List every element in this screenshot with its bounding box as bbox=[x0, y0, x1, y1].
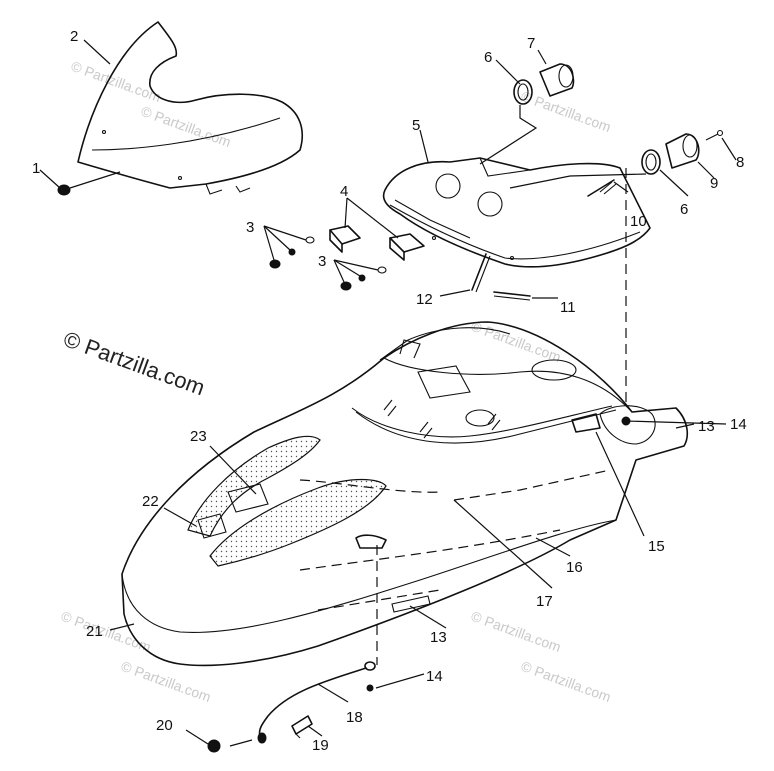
callout-1: 1 bbox=[32, 160, 40, 177]
mount-brackets bbox=[263, 197, 425, 291]
watermark-faint: © Partzilla.com bbox=[59, 608, 153, 655]
watermark-faint: © Partzilla.com bbox=[139, 103, 233, 150]
watermark-faint: © Partzilla.com bbox=[519, 658, 613, 705]
callout-2: 2 bbox=[70, 28, 78, 45]
callout-10: 10 bbox=[630, 213, 647, 230]
callout-5: 5 bbox=[412, 117, 420, 134]
callout-14: 14 bbox=[426, 668, 443, 685]
callout-18: 18 bbox=[346, 709, 363, 726]
callout-16: 16 bbox=[566, 559, 583, 576]
gauge-9 bbox=[641, 129, 724, 175]
callout-20: 20 bbox=[156, 717, 173, 734]
watermark-faint: © Partzilla.com bbox=[469, 608, 563, 655]
callout-3: 3 bbox=[246, 219, 254, 236]
tether-hardware bbox=[185, 661, 376, 753]
callout-8: 8 bbox=[736, 154, 744, 171]
callout-7: 7 bbox=[527, 35, 535, 52]
callout-13: 13 bbox=[430, 629, 447, 646]
hood-vents bbox=[187, 435, 387, 567]
callout-labels: 1 2 3 3 4 5 6 6 7 8 9 10 11 12 13 13 14 … bbox=[32, 28, 747, 754]
hood bbox=[121, 321, 689, 667]
callout-14: 14 bbox=[730, 416, 747, 433]
callout-4: 4 bbox=[340, 183, 348, 200]
console-top bbox=[382, 157, 651, 268]
leader-lines bbox=[39, 39, 737, 703]
callout-23: 23 bbox=[190, 428, 207, 445]
callout-13: 13 bbox=[698, 418, 715, 435]
windshield bbox=[77, 21, 304, 195]
callout-6: 6 bbox=[680, 201, 688, 218]
callout-19: 19 bbox=[312, 737, 329, 754]
watermark-faint: © Partzilla.com bbox=[519, 88, 613, 135]
callout-15: 15 bbox=[648, 538, 665, 555]
callout-22: 22 bbox=[142, 493, 159, 510]
wire-harness bbox=[439, 179, 629, 301]
screw-1 bbox=[57, 171, 121, 196]
partzilla-watermark: © Partzilla.com bbox=[60, 326, 208, 400]
callout-21: 21 bbox=[86, 623, 103, 640]
gauge-7 bbox=[513, 63, 575, 105]
callout-12: 12 bbox=[416, 291, 433, 308]
callout-3: 3 bbox=[318, 253, 326, 270]
callout-11: 11 bbox=[560, 299, 576, 316]
callout-6: 6 bbox=[484, 49, 492, 66]
callout-17: 17 bbox=[536, 593, 553, 610]
watermark-faint: © Partzilla.com bbox=[69, 58, 163, 105]
faint-watermarks: © Partzilla.com © Partzilla.com © Partzi… bbox=[59, 58, 613, 705]
callout-9: 9 bbox=[710, 175, 718, 192]
